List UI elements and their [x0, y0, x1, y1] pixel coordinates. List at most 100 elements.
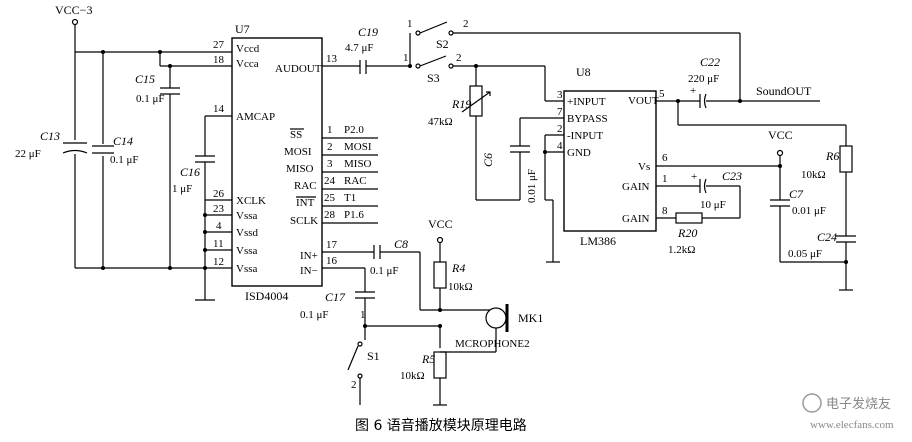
u7-pin-23-num: 23	[213, 203, 225, 215]
c8-ref: C8	[394, 237, 408, 251]
u7-pin-16-num: 16	[326, 255, 338, 267]
r19-value: 47kΩ	[428, 116, 453, 128]
c16-ref: C16	[180, 165, 200, 179]
u8-pin-5-name: VOUT	[628, 95, 659, 107]
u7-pin-23-name: Vssa	[236, 210, 258, 222]
c13-value: 22 μF	[15, 148, 41, 160]
c22-ref: C22	[700, 55, 720, 69]
c8-capacitor: C8 0.1 μF	[370, 237, 421, 310]
svg-text:+: +	[690, 85, 696, 97]
c17-ref: C17	[325, 290, 346, 304]
c19-capacitor: C19 4.7 μF	[345, 25, 410, 74]
c14-capacitor: C14 0.1 μF	[91, 134, 139, 166]
c19-value: 4.7 μF	[345, 42, 374, 54]
u8-pins: 3 +INPUT 7 BYPASS 2 -INPUT 4 GND 5 VOUT …	[520, 66, 780, 263]
u7-pin-25-num: 25	[324, 192, 336, 204]
r19-ref: R19	[451, 97, 471, 111]
u7-part: ISD4004	[245, 289, 288, 303]
r5-value: 10kΩ	[400, 370, 425, 382]
sound-out-label: SoundOUT	[756, 84, 812, 98]
c6-capacitor: C6 0.01 μF	[481, 118, 538, 203]
c23-capacitor: + C23 10 μF	[691, 169, 742, 218]
vcc3-network: VCC−3	[55, 3, 172, 270]
u7-pin-1-num: 1	[327, 124, 333, 136]
u8-ref: U8	[576, 65, 591, 79]
c8-value: 0.1 μF	[370, 265, 399, 277]
vcc-label-u8: VCC	[768, 128, 793, 142]
c14-value: 0.1 μF	[110, 154, 139, 166]
s1-pin2: 2	[351, 379, 357, 391]
s1-switch[interactable]: 1 S1 2	[347, 309, 440, 405]
u8-pin-1-num: 1	[662, 173, 668, 185]
c22-value: 220 μF	[688, 73, 719, 85]
u7-pin-12-name: Vssa	[236, 263, 258, 275]
u7-pin-14-num: 14	[213, 103, 225, 115]
u7-pin-13-name: AUDOUT	[275, 63, 322, 75]
u8-pin-8-num: 8	[662, 205, 668, 217]
u7-left-pins: 27 Vccd 18 Vcca 14 AMCAP 26 XCLK 23 Vssa…	[75, 39, 275, 275]
s1-pin1: 1	[360, 309, 366, 321]
u7-net-p16: P1.6	[344, 209, 364, 221]
s3-pin2: 2	[456, 52, 462, 64]
s2-switch[interactable]: 1 2 S2	[407, 18, 740, 68]
u7-pin-2-num: 2	[327, 141, 333, 153]
u7-net-rac: RAC	[344, 175, 367, 187]
c6-ref: C6	[481, 153, 495, 167]
vcc-lm386: VCC	[768, 128, 793, 200]
u7-pin-inn-name: IN−	[300, 265, 318, 277]
r4-ref: R4	[451, 261, 465, 275]
u7-pin-18-name: Vcca	[236, 58, 259, 70]
u7-pin-rac-name: RAC	[294, 180, 317, 192]
r20-ref: R20	[677, 226, 697, 240]
u8-pin-3-num: 3	[557, 89, 563, 101]
s3-switch[interactable]: 1 2 S3	[403, 52, 545, 85]
c7-value: 0.01 μF	[792, 205, 826, 217]
c16-value: 1 μF	[172, 183, 192, 195]
c14-ref: C14	[113, 134, 133, 148]
u7-pin-11-num: 11	[213, 238, 224, 250]
u7-pin-17-num: 17	[326, 239, 338, 251]
svg-text:+: +	[691, 171, 697, 183]
r6-ref: R6	[825, 149, 839, 163]
u7-pin-miso-name: MISO	[286, 163, 314, 175]
s2-pin2: 2	[463, 18, 469, 30]
u8-pin-7-name: BYPASS	[567, 113, 608, 125]
u7-pin-4-name: Vssd	[236, 227, 259, 239]
c22-capacitor: + C22 220 μF SoundOUT	[676, 33, 846, 126]
c15-ref: C15	[135, 72, 155, 86]
u8-pin-4-name: GND	[567, 147, 591, 159]
u8-pin-6-name: Vs	[638, 161, 650, 173]
u7-pin-ss-name: SS	[290, 129, 302, 141]
u8-pin-7-num: 7	[557, 106, 563, 118]
u7-pin-sclk-name: SCLK	[290, 215, 318, 227]
u7-pin-14-name: AMCAP	[236, 111, 275, 123]
u7-pin-int-name: INT	[296, 197, 315, 209]
r4-resistor: VCC R4 10kΩ	[428, 217, 473, 310]
c23-ref: C23	[722, 169, 742, 183]
c17-value: 0.1 μF	[300, 309, 329, 321]
u7-pin-26-num: 26	[213, 188, 225, 200]
u8-pin-5-num: 5	[659, 88, 665, 100]
r5-ref: R5	[421, 352, 435, 366]
r19-resistor: R19 47kΩ	[428, 64, 520, 201]
r20-value: 1.2kΩ	[668, 244, 695, 256]
c19-ref: C19	[358, 25, 378, 39]
s1-ref: S1	[367, 349, 380, 363]
c24-value: 0.05 μF	[788, 248, 822, 260]
c15-capacitor: C15 0.1 μF	[135, 66, 180, 268]
u7-pin-inp-name: IN+	[300, 250, 318, 262]
s2-ref: S2	[436, 37, 449, 51]
c24-ref: C24	[817, 230, 837, 244]
u7-pin-26-name: XCLK	[236, 195, 266, 207]
u8-pin-1-name: GAIN	[622, 181, 650, 193]
u7-pin-13-num: 13	[326, 53, 338, 65]
u7-pin-24-num: 24	[324, 175, 336, 187]
c7-ref: C7	[789, 187, 804, 201]
u7-right-pins: 13 AUDOUT SS 1 P2.0 MOSI 2 MOSI MISO 3 M…	[275, 53, 378, 277]
c16-capacitor: C16 1 μF	[172, 116, 215, 301]
u8-pin-8-name: GAIN	[622, 213, 650, 225]
r4-value: 10kΩ	[448, 281, 473, 293]
watermark-url: www.elecfans.com	[810, 419, 894, 431]
u7-pin-27-name: Vccd	[236, 43, 260, 55]
watermark: 电子发烧友 www.elecfans.com	[802, 393, 894, 431]
